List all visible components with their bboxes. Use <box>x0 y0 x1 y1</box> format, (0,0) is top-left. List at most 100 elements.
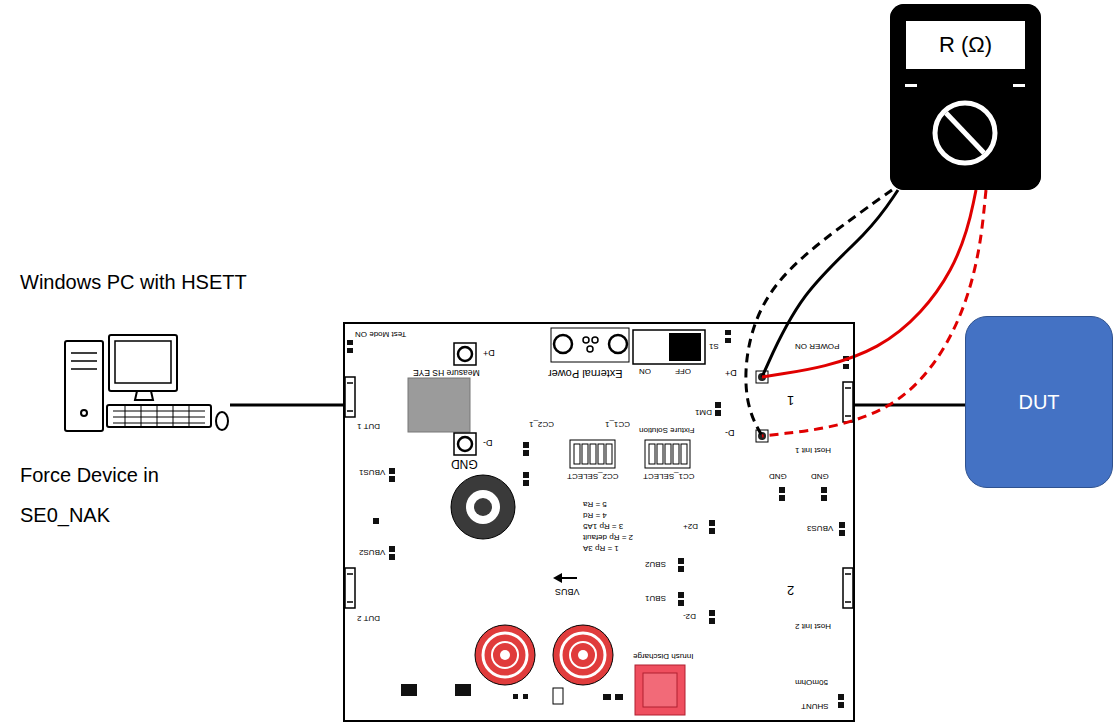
inrush-button <box>643 673 677 707</box>
dip-switch <box>649 444 655 464</box>
multimeter-body <box>1013 84 1025 87</box>
slide-switch <box>633 330 705 364</box>
vbus-post <box>475 625 535 685</box>
smd-part <box>513 694 518 699</box>
pin-header <box>709 618 715 624</box>
pin-header <box>389 402 845 708</box>
silkscreen-label: SBU1 <box>645 594 666 602</box>
silkscreen-label: VBUS1 <box>359 468 385 476</box>
silkscreen-label: VBUS <box>555 587 580 596</box>
silkscreen-label: CC1_1 <box>605 420 630 428</box>
power-jack <box>583 337 589 343</box>
silkscreen-label: D2+ <box>683 522 698 530</box>
dip-switch <box>681 444 687 464</box>
smd-part <box>725 338 731 343</box>
silkscreen-label: SBU2 <box>645 560 666 568</box>
pin-header <box>779 495 785 501</box>
inrush-button <box>635 665 685 715</box>
dip-switch <box>665 444 671 464</box>
silkscreen-label: Host Init 1 <box>795 446 831 454</box>
silkscreen-label: GND <box>451 458 478 470</box>
vbus-post <box>500 650 510 660</box>
power-jack <box>551 328 629 362</box>
hs-chip <box>408 378 470 432</box>
pin-header <box>523 480 529 486</box>
probe-lead <box>746 190 892 436</box>
push-button <box>458 347 472 361</box>
meter-display: R (Ω) <box>905 20 1026 70</box>
silkscreen-label: OFF <box>675 367 691 375</box>
usb-cable <box>855 404 965 407</box>
fixture-board-art <box>345 328 853 715</box>
multimeter: R (Ω) <box>890 4 1041 190</box>
dip-switch <box>582 444 588 464</box>
silkscreen-label: ON <box>639 367 651 375</box>
vbus-arrow <box>553 573 577 583</box>
pin-header <box>709 520 715 526</box>
vbus-post <box>578 650 588 660</box>
pin-header <box>678 566 684 572</box>
silkscreen-label: Inrush Discharge <box>633 652 693 660</box>
multimeter-body <box>890 4 1041 190</box>
pc-icon <box>135 391 153 400</box>
smd-part <box>843 364 849 369</box>
dut-label: DUT <box>1018 391 1059 414</box>
pc-icon <box>65 335 228 431</box>
probe-lead <box>762 190 898 377</box>
silkscreen-label: 1 <box>787 394 794 407</box>
vbus-arrow <box>561 577 577 579</box>
pin-header <box>523 450 529 456</box>
silkscreen-label: Fixture Solution <box>639 426 695 434</box>
pin-header <box>678 592 684 598</box>
pin-header <box>838 702 844 708</box>
multimeter-body <box>935 103 995 163</box>
silkscreen-label: 4 = Rd <box>583 511 607 519</box>
silkscreen-label: D- <box>725 428 735 437</box>
dip-switch <box>570 440 690 468</box>
silkscreen-label: 3 = Rp 1A5 <box>583 522 623 530</box>
pc-note: Force Device in SE0_NAK <box>20 455 195 535</box>
silkscreen-label: D- <box>483 438 493 447</box>
dip-switch <box>590 444 596 464</box>
silkscreen-label: Test Mode ON <box>355 330 406 338</box>
power-jack <box>592 337 598 343</box>
silkscreen-label: VBUS2 <box>359 548 385 556</box>
vbus-post <box>570 642 596 668</box>
power-jack <box>609 335 627 353</box>
pin-header <box>523 442 529 448</box>
gnd-jack <box>451 475 515 539</box>
multimeter-body <box>890 4 1041 190</box>
pc-workstation: Windows PC with HSETTForce Device in SE0… <box>63 333 230 433</box>
pin-header <box>839 530 845 536</box>
push-button <box>454 343 476 365</box>
dip-switch <box>598 444 604 464</box>
pin-header <box>389 476 395 482</box>
pin-header <box>709 610 715 616</box>
pin-header <box>779 487 785 493</box>
vbus-post <box>475 625 613 685</box>
silkscreen-label: Measure HS EYE <box>413 368 480 377</box>
multimeter-body <box>905 84 917 87</box>
pc-icon <box>107 405 211 427</box>
silkscreen-label: CC2_1 <box>529 420 554 428</box>
pc-icon <box>81 410 87 416</box>
smd-part <box>523 694 528 699</box>
silkscreen-label: SHUNT <box>801 702 829 710</box>
pc-icon <box>115 341 171 383</box>
smd-part <box>347 340 353 345</box>
pin-header <box>838 694 844 700</box>
silkscreen-label: 2 = Rp default <box>583 533 633 541</box>
pin-header <box>709 528 715 534</box>
vbus-post <box>492 642 518 668</box>
pin-header <box>389 546 395 552</box>
silkscreen-label: D+ <box>483 348 495 357</box>
smd-part <box>553 688 563 704</box>
pin-header <box>678 600 684 606</box>
silkscreen-label: GND <box>769 472 787 480</box>
smd-part <box>347 330 849 704</box>
vbus-post <box>483 633 527 677</box>
silkscreen-label: VBUS3 <box>807 524 833 532</box>
dip-switch <box>673 444 679 464</box>
